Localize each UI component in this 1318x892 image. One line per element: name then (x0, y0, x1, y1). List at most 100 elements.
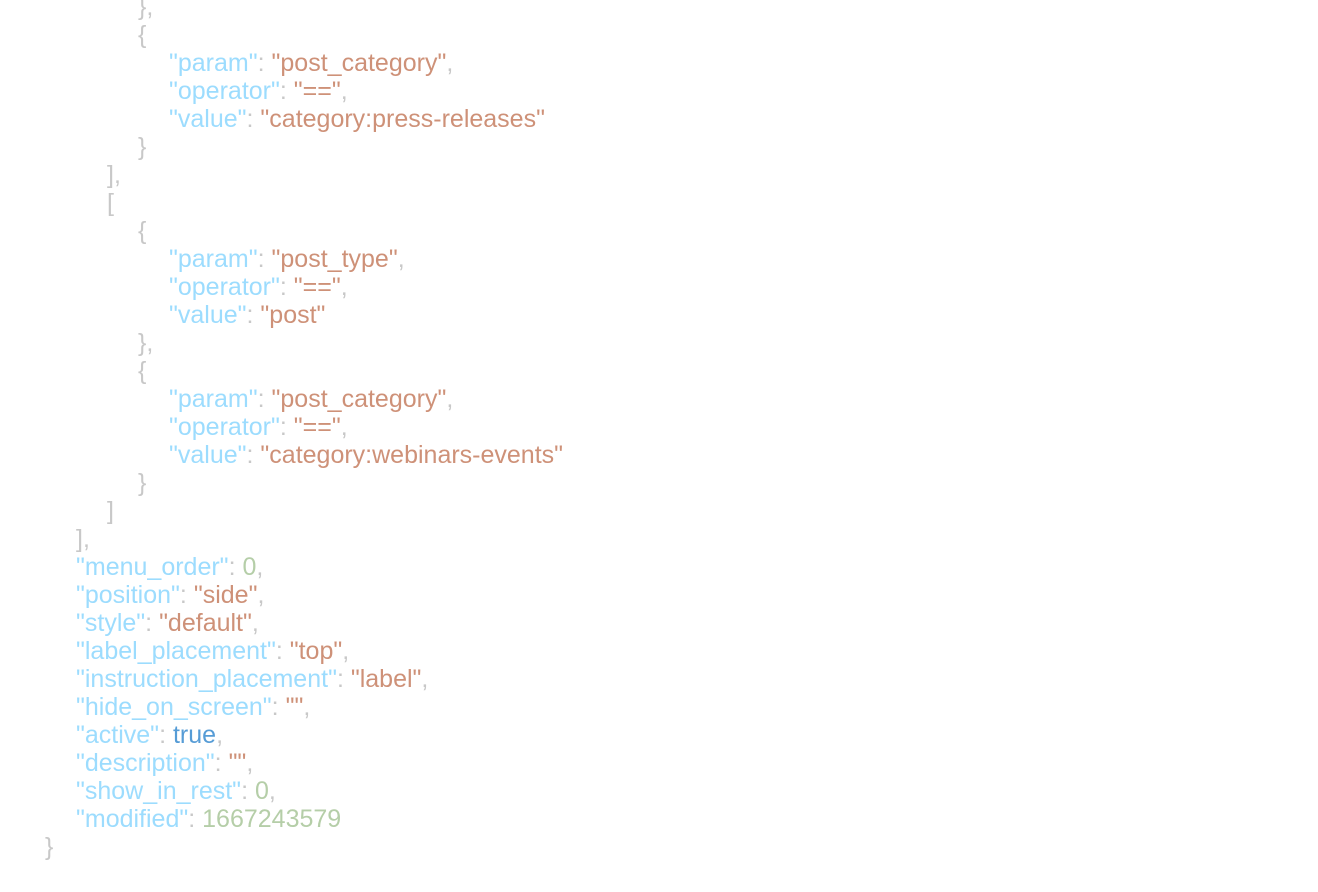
json-key: "hide_on_screen" (76, 693, 272, 721)
json-key: "modified" (76, 805, 189, 833)
json-punctuation: } (45, 833, 54, 861)
json-punctuation: , (303, 693, 311, 721)
json-number-value: 1667243579 (202, 805, 342, 833)
code-line: "show_in_rest": 0, (76, 777, 276, 805)
json-punctuation: : (336, 665, 351, 693)
code-line: ], (76, 525, 90, 553)
json-punctuation: , (257, 581, 265, 609)
json-key: "instruction_placement" (76, 665, 337, 693)
json-punctuation: }, (138, 0, 154, 21)
code-line: } (138, 133, 146, 161)
json-string-value: "category:webinars-events" (260, 441, 564, 469)
json-string-value: "category:press-releases" (260, 105, 545, 133)
json-number-value: 0 (254, 777, 269, 805)
code-line: "active": true, (76, 721, 223, 749)
json-key: "active" (76, 721, 160, 749)
code-line: { (138, 217, 146, 245)
code-line: "style": "default", (76, 609, 259, 637)
json-punctuation: , (268, 777, 276, 805)
json-key: "param" (169, 245, 258, 273)
code-line: "value": "category:webinars-events" (169, 441, 563, 469)
json-punctuation: , (216, 721, 224, 749)
json-punctuation: : (279, 413, 294, 441)
json-punctuation: : (257, 49, 272, 77)
json-key: "show_in_rest" (76, 777, 242, 805)
json-key: "operator" (169, 273, 280, 301)
json-key: "value" (169, 105, 247, 133)
json-string-value: "post_type" (271, 245, 398, 273)
json-punctuation: : (188, 805, 203, 833)
json-string-value: "" (285, 693, 304, 721)
json-punctuation: : (241, 777, 255, 805)
json-punctuation: ] (107, 497, 114, 525)
json-punctuation: , (342, 637, 350, 665)
json-punctuation: } (138, 469, 147, 497)
code-line: "value": "category:press-releases" (169, 105, 545, 133)
json-punctuation: } (138, 133, 147, 161)
json-punctuation: : (179, 581, 194, 609)
json-string-value: "post_category" (271, 49, 447, 77)
code-line: "param": "post_category", (169, 385, 453, 413)
code-line: [ (107, 189, 114, 217)
code-line: "operator": "==", (169, 77, 348, 105)
json-punctuation: [ (107, 189, 114, 217)
code-line: "param": "post_type", (169, 245, 405, 273)
json-punctuation: }, (138, 329, 154, 357)
json-key: "value" (169, 301, 247, 329)
json-string-value: "side" (193, 581, 258, 609)
json-string-value: "top" (289, 637, 343, 665)
code-line: }, (138, 329, 153, 357)
json-punctuation: , (446, 49, 454, 77)
json-punctuation: : (279, 273, 294, 301)
json-punctuation: ], (107, 161, 121, 189)
json-key: "position" (76, 581, 180, 609)
json-key: "operator" (169, 77, 280, 105)
json-punctuation: : (246, 301, 261, 329)
json-key: "label_placement" (76, 637, 276, 665)
json-string-value: "label" (350, 665, 422, 693)
code-line: "hide_on_screen": "", (76, 693, 310, 721)
code-line: "operator": "==", (169, 413, 348, 441)
json-key: "param" (169, 49, 258, 77)
code-line: ] (107, 497, 114, 525)
code-line: ], (107, 161, 121, 189)
json-key: "param" (169, 385, 258, 413)
json-punctuation: , (397, 245, 405, 273)
code-line: } (138, 469, 146, 497)
json-key: "style" (76, 609, 146, 637)
json-key: "description" (76, 749, 215, 777)
json-punctuation: , (256, 553, 264, 581)
json-string-value: "==" (293, 413, 341, 441)
json-punctuation: , (446, 385, 454, 413)
code-line: "modified": 1667243579 (76, 805, 341, 833)
json-punctuation: { (138, 21, 147, 49)
json-string-value: "" (228, 749, 247, 777)
json-punctuation: : (271, 693, 286, 721)
json-punctuation: { (138, 357, 147, 385)
code-line: "menu_order": 0, (76, 553, 263, 581)
code-line: "description": "", (76, 749, 253, 777)
json-punctuation: ], (76, 525, 90, 553)
json-punctuation: : (275, 637, 290, 665)
json-key: "menu_order" (76, 553, 229, 581)
json-punctuation: , (421, 665, 429, 693)
json-string-value: "==" (293, 273, 341, 301)
code-line: "label_placement": "top", (76, 637, 349, 665)
json-punctuation: , (340, 413, 348, 441)
json-string-value: "post" (260, 301, 326, 329)
json-punctuation: : (257, 385, 272, 413)
json-boolean-value: true (172, 721, 217, 749)
json-key: "value" (169, 441, 247, 469)
code-line: } (45, 833, 53, 861)
code-line: "position": "side", (76, 581, 264, 609)
json-punctuation: , (340, 77, 348, 105)
code-line: "value": "post" (169, 301, 325, 329)
json-punctuation: , (340, 273, 348, 301)
json-punctuation: { (138, 217, 147, 245)
code-line: { (138, 357, 146, 385)
json-number-value: 0 (242, 553, 257, 581)
json-punctuation: , (246, 749, 254, 777)
json-punctuation: : (228, 553, 243, 581)
json-string-value: "post_category" (271, 385, 447, 413)
